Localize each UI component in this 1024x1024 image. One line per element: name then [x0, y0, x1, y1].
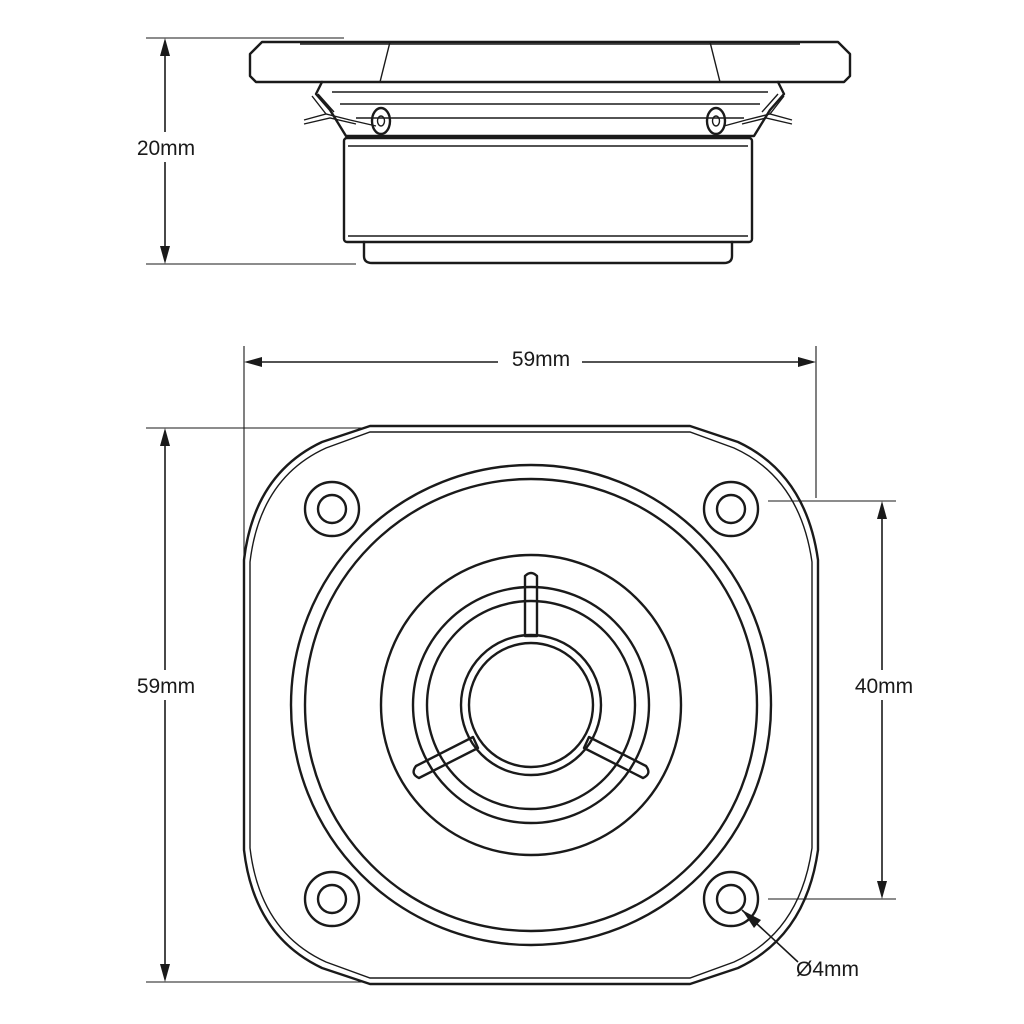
hole-spacing-40mm-arrow-bottom	[877, 881, 887, 899]
front-view-horn-ring	[379, 553, 683, 857]
hole-spacing-40mm-arrow-top	[877, 501, 887, 519]
mounting-hole-top-left	[303, 480, 361, 538]
front-view-dome-outer	[459, 633, 603, 777]
front-view-phase-ring-inner	[425, 599, 637, 811]
side-view-front-plate	[248, 40, 852, 84]
width-59mm-arrow-right	[798, 357, 816, 367]
mounting-hole-bottom-right	[702, 870, 760, 928]
height-20mm-label: 20mm	[137, 137, 195, 160]
side-view-magnet	[342, 136, 754, 244]
front-view-surround-ring	[303, 477, 759, 933]
height-59mm-arrow-top	[160, 428, 170, 446]
side-view: 20mm	[128, 37, 852, 265]
spoke-bottom-right	[582, 735, 650, 780]
phase-plug-spokes	[412, 571, 650, 780]
front-view: 59mm 59mm 40mm	[126, 346, 924, 986]
hole-diameter-label: Ø4mm	[796, 958, 859, 981]
side-view-basket	[314, 80, 786, 138]
front-view-phase-ring-outer	[411, 585, 651, 825]
front-view-dome	[467, 641, 595, 769]
width-59mm-arrow-left	[244, 357, 262, 367]
spoke-top	[523, 571, 539, 638]
height-20mm-arrow-top	[160, 38, 170, 56]
height-59mm-arrow-bottom	[160, 964, 170, 982]
width-59mm-label: 59mm	[512, 348, 570, 371]
hole-diameter-arrow	[742, 910, 761, 928]
hole-spacing-40mm-label: 40mm	[855, 675, 913, 698]
mounting-hole-bottom-left	[303, 870, 361, 928]
front-view-mounting-plate	[242, 424, 820, 986]
side-view-right-terminal	[705, 93, 793, 136]
height-20mm-arrow-bottom	[160, 246, 170, 264]
side-view-back-cap	[362, 240, 734, 265]
height-59mm-label: 59mm	[137, 675, 195, 698]
spoke-bottom-left	[412, 735, 480, 780]
side-view-left-terminal	[303, 93, 392, 136]
front-view-outer-ring	[289, 463, 773, 947]
mounting-hole-top-right	[702, 480, 760, 538]
